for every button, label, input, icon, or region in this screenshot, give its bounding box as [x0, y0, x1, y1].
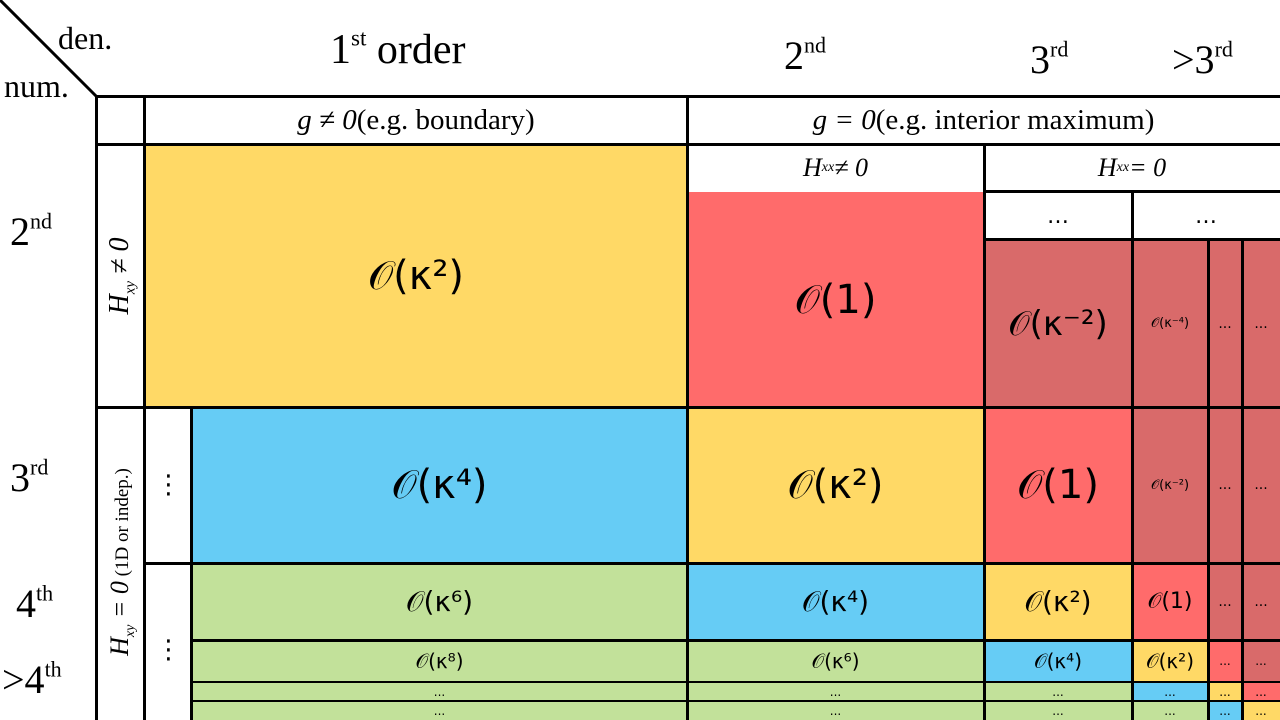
- row-header-gt4th: >4th: [2, 656, 62, 702]
- cell-2nd-gt4a: 𝒪(κ⁶): [687, 640, 984, 682]
- cell-gt3a-gt4b: ...: [1132, 682, 1208, 701]
- ellipsis-hxx-a: …: [1047, 203, 1069, 229]
- cell-2nd-4th: 𝒪(κ⁴): [687, 563, 984, 640]
- grid-line: [143, 95, 146, 720]
- cell-1st-gt4c: ...: [192, 701, 687, 720]
- corner-den-label: den.: [58, 20, 113, 56]
- cell-1st-2nd: 𝒪(κ²): [145, 145, 687, 407]
- grid-line: [190, 406, 193, 720]
- cell-gt3a-2nd: 𝒪(κ⁻⁴): [1132, 240, 1208, 407]
- hxy-eq-zero-label: Hxy = 0 (1D or indep.): [105, 468, 139, 656]
- vdots-4th: ⋮: [155, 635, 182, 665]
- col-header-gt3rd: >3rd: [1172, 36, 1233, 82]
- cell-gt3c-gt4b: ...: [1242, 682, 1280, 701]
- col-header-1st-order: 1st order: [330, 24, 466, 73]
- row-header-2nd: 2nd: [10, 208, 52, 254]
- cell-gt3b-3rd: ...: [1208, 407, 1242, 563]
- cell-2nd-gt4b: ...: [687, 682, 984, 701]
- grid-line: [1241, 238, 1244, 720]
- cell-3rd-gt4b: ...: [984, 682, 1132, 701]
- grid-line: [95, 95, 98, 720]
- cell-3rd-gt4c: ...: [984, 701, 1132, 720]
- cell-3rd-3rd: 𝒪(1): [984, 407, 1132, 563]
- hxy-neq-zero-label: Hxy ≠ 0: [104, 237, 139, 315]
- cell-gt3b-4th: ...: [1208, 563, 1242, 640]
- cell-gt3c-gt4a: ...: [1242, 640, 1280, 682]
- cell-3rd-4th: 𝒪(κ²): [984, 563, 1132, 640]
- cell-gt3a-gt4c: ...: [1132, 701, 1208, 720]
- col-header-3rd: 3rd: [1030, 36, 1069, 82]
- cell-gt3c-4th: ...: [1242, 563, 1280, 640]
- grid-line: [145, 562, 1280, 565]
- cell-gt3b-gt4a: ...: [1208, 640, 1242, 682]
- cell-gt3a-gt4a: 𝒪(κ²): [1132, 640, 1208, 682]
- grid-line: [192, 681, 1280, 683]
- cell-gt3b-gt4c: ...: [1208, 701, 1242, 720]
- row-header-3rd: 3rd: [10, 454, 49, 500]
- cell-gt3b-2nd: ...: [1208, 240, 1242, 407]
- cell-gt3b-gt4b: ...: [1208, 682, 1242, 701]
- cell-gt3c-3rd: ...: [1242, 407, 1280, 563]
- cell-2nd-gt4c: ...: [687, 701, 984, 720]
- grid-line: [1131, 190, 1134, 720]
- cell-1st-4th: 𝒪(κ⁶): [192, 563, 687, 640]
- g-neq-zero-header: g ≠ 0 (e.g. boundary): [297, 103, 535, 136]
- cell-1st-gt4b: ...: [192, 682, 687, 701]
- grid-line: [192, 639, 1280, 642]
- ellipsis-hxx-b: …: [1195, 203, 1217, 229]
- cell-gt3a-4th: 𝒪(1): [1132, 563, 1208, 640]
- cell-2nd-2nd: 𝒪(1): [687, 192, 984, 407]
- corner-num-label: num.: [4, 68, 69, 104]
- cell-gt3a-3rd: 𝒪(κ⁻²): [1132, 407, 1208, 563]
- cell-1st-gt4a: 𝒪(κ⁸): [192, 640, 687, 682]
- cell-gt3c-gt4c: ...: [1242, 701, 1280, 720]
- grid-line: [983, 143, 986, 720]
- vdots-3rd: ⋮: [155, 470, 182, 500]
- cell-2nd-3rd: 𝒪(κ²): [687, 407, 984, 563]
- g-eq-zero-header: g = 0 (e.g. interior maximum): [812, 103, 1155, 136]
- cell-1st-3rd: 𝒪(κ⁴): [192, 407, 687, 563]
- row-header-4th: 4th: [16, 580, 54, 626]
- grid-line: [192, 700, 1280, 702]
- cell-3rd-2nd: 𝒪(κ⁻²): [984, 240, 1132, 407]
- grid-line: [1207, 238, 1210, 720]
- col-header-2nd: 2nd: [784, 32, 826, 78]
- corner-diagonal: [0, 0, 98, 98]
- cell-3rd-gt4a: 𝒪(κ⁴): [984, 640, 1132, 682]
- cell-gt3c-2nd: ...: [1242, 240, 1280, 407]
- grid-line: [686, 95, 689, 720]
